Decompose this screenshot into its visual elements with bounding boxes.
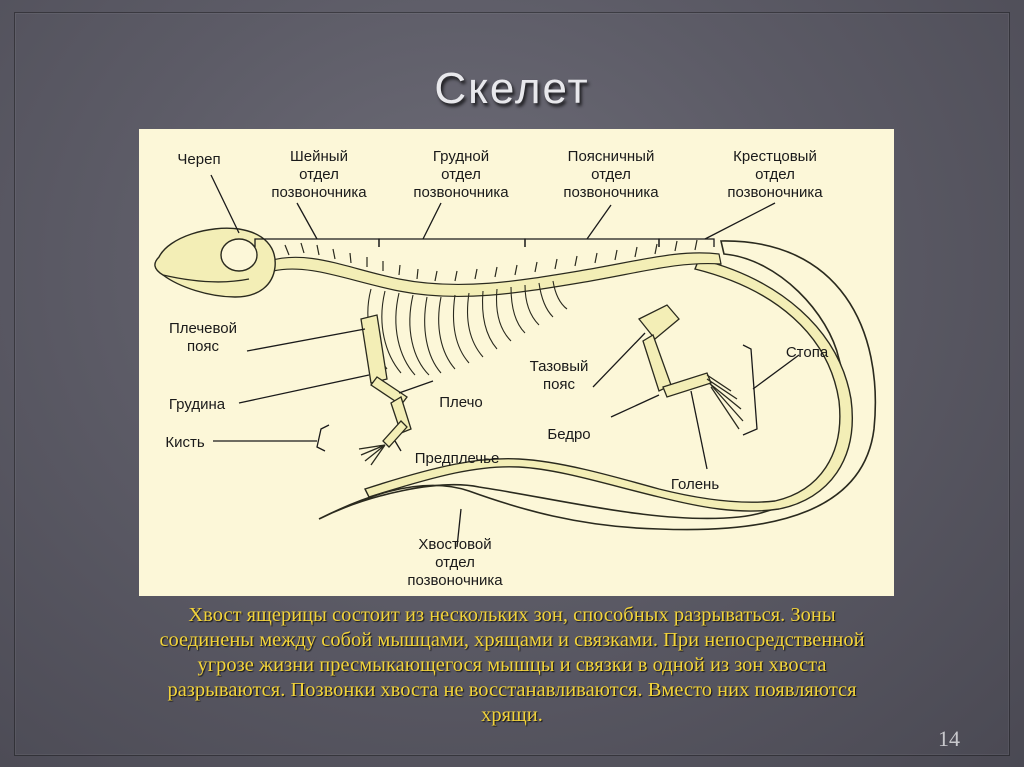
label-lumbar-2: отдел: [591, 166, 631, 183]
label-lumbar-1: Поясничный: [568, 148, 655, 165]
leader-lines: [210, 174, 800, 548]
label-cervical-3: позвоночника: [271, 184, 367, 201]
label-thoracic-3: позвоночника: [413, 184, 509, 201]
hind-limb: [637, 304, 744, 430]
caption-line: разрываются. Позвонки хвоста не восстана…: [167, 679, 857, 701]
lizard-skeleton-figure: Череп Шейный отдел позвоночника Грудной …: [139, 129, 894, 596]
caudal-vertebrae: [364, 258, 853, 512]
label-humerus: Плечо: [439, 394, 483, 411]
label-sacral-1: Крестцовый: [733, 148, 817, 165]
label-skull: Череп: [177, 151, 220, 168]
page-number: 14: [938, 726, 960, 751]
label-caudal-1: Хвостовой: [418, 536, 491, 553]
label-cervical-1: Шейный: [290, 148, 348, 165]
label-sternum: Грудина: [169, 396, 226, 413]
labels: Череп Шейный отдел позвоночника Грудной …: [165, 148, 828, 589]
label-hand: Кисть: [165, 434, 204, 451]
label-forearm: Предплечье: [415, 450, 500, 467]
label-cervical-2: отдел: [299, 166, 339, 183]
label-caudal-2: отдел: [435, 554, 475, 571]
caption-text: Хвост ящерицы состоит из нескольких зон,…: [40, 603, 984, 728]
label-sacral-3: позвоночника: [727, 184, 823, 201]
label-femur: Бедро: [547, 426, 590, 443]
label-shoulder-girdle-1: Плечевой: [169, 320, 237, 337]
caption-line: соединены между собой мышцами, хрящами и…: [159, 629, 865, 651]
label-lumbar-3: позвоночника: [563, 184, 659, 201]
skeleton-diagram: Череп Шейный отдел позвоночника Грудной …: [154, 148, 877, 589]
label-shoulder-girdle-2: пояс: [187, 338, 220, 355]
label-caudal-3: позвоночника: [407, 572, 503, 589]
spine: [268, 252, 722, 298]
slide-title: Скелет: [434, 64, 590, 113]
label-pelvic-girdle-1: Тазовый: [530, 358, 589, 375]
vertebrae-ticks: [284, 239, 698, 282]
ribs: [367, 280, 568, 376]
caption-line: угрозе жизни пресмыкающегося мышцы и свя…: [197, 654, 827, 676]
label-thoracic-1: Грудной: [433, 148, 489, 165]
skull-shape: [154, 227, 276, 298]
label-sacral-2: отдел: [755, 166, 795, 183]
label-shin: Голень: [671, 476, 720, 493]
label-thoracic-2: отдел: [441, 166, 481, 183]
label-pelvic-girdle-2: пояс: [543, 376, 576, 393]
slide-frame: [14, 12, 1010, 756]
front-limb: [358, 314, 412, 466]
section-brackets: [254, 238, 758, 452]
label-foot: Стопа: [786, 344, 829, 361]
caption-line: Хвост ящерицы состоит из нескольких зон,…: [188, 604, 836, 626]
caption-line: хрящи.: [481, 704, 543, 726]
